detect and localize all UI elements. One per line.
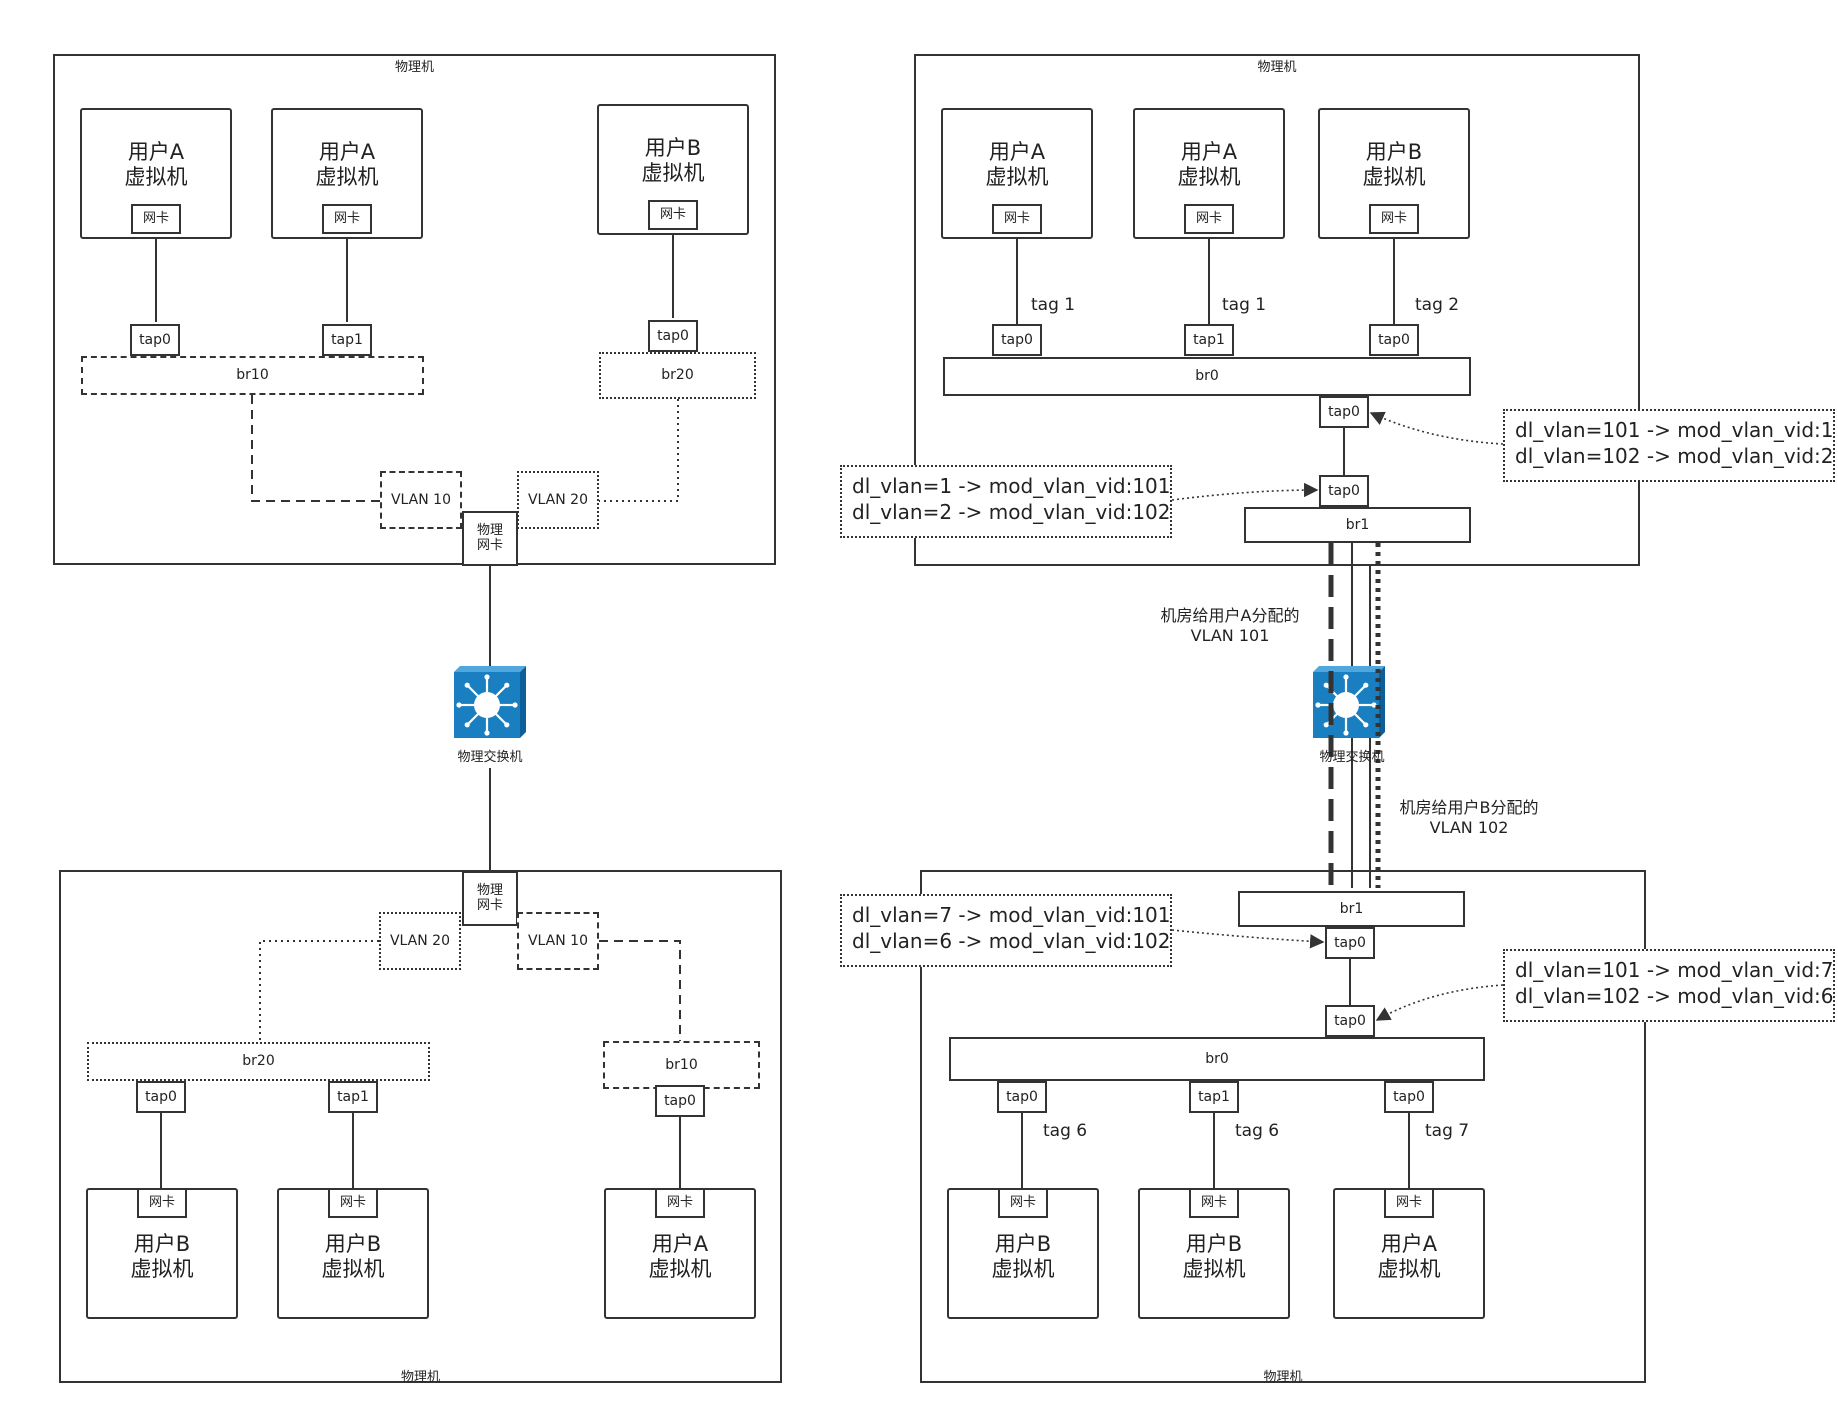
right-top-tag-2: tag 2 bbox=[1415, 295, 1460, 315]
left-bottom-vm-b2: 用户B 虚拟机 bbox=[277, 1188, 429, 1319]
left-bottom-host bbox=[59, 870, 782, 1383]
right-switch-label: 物理交换机 bbox=[1319, 750, 1385, 765]
left-bottom-phys-nic: 物理 网卡 bbox=[462, 871, 518, 926]
rule-bottom-br1-line: dl_vlan=6 -> mod_vlan_vid:102 bbox=[852, 928, 1171, 953]
left-bottom-vm-a-nic: 网卡 bbox=[655, 1188, 705, 1218]
left-top-vm-b-label: 用户B 虚拟机 bbox=[641, 136, 705, 186]
left-top-tap0-a: tap0 bbox=[130, 324, 180, 356]
right-top-host-label: 物理机 bbox=[1257, 60, 1297, 75]
vlan20-wire bbox=[598, 399, 679, 502]
left-top-vm-a2-label: 用户A 虚拟机 bbox=[315, 140, 379, 190]
right-top-tap0-b: tap0 bbox=[1369, 324, 1419, 356]
vlan10-wire bbox=[251, 395, 380, 502]
left-bottom-vm-b1-label: 用户B 虚拟机 bbox=[130, 1232, 194, 1282]
right-top-br0-tap0: tap0 bbox=[1319, 396, 1369, 428]
vlan20-wire-bottom bbox=[259, 940, 379, 1042]
right-bottom-vm-a-label: 用户A 虚拟机 bbox=[1377, 1232, 1441, 1282]
rule-top-host-line: dl_vlan=102 -> mod_vlan_vid:2 bbox=[1515, 443, 1834, 468]
left-bottom-host-label: 物理机 bbox=[400, 1370, 441, 1385]
right-switch-icon bbox=[1313, 666, 1385, 738]
left-bottom-vlan20: VLAN 20 bbox=[379, 912, 461, 970]
rule-bottom-host-line: dl_vlan=101 -> mod_vlan_vid:7 bbox=[1515, 958, 1834, 982]
left-bottom-br10: br10 bbox=[603, 1041, 760, 1089]
right-bottom-host bbox=[920, 870, 1646, 1383]
vlan10-wire-bottom bbox=[599, 940, 681, 1041]
left-switch-label: 物理交换机 bbox=[457, 750, 523, 765]
right-bottom-tap1-a: tap1 bbox=[1189, 1081, 1239, 1113]
right-top-br1-tap0: tap0 bbox=[1319, 475, 1369, 507]
left-bottom-tap1-a: tap1 bbox=[328, 1081, 378, 1113]
rule-top-br1-line: dl_vlan=2 -> mod_vlan_vid:102 bbox=[852, 499, 1171, 524]
right-top-br1: br1 bbox=[1244, 507, 1471, 543]
rule-top-host-line: dl_vlan=101 -> mod_vlan_vid:1 bbox=[1515, 418, 1834, 442]
right-bottom-vm-b2-nic: 网卡 bbox=[1189, 1188, 1239, 1218]
left-bottom-vm-a-label: 用户A 虚拟机 bbox=[648, 1232, 712, 1282]
left-top-phys-nic: 物理 网卡 bbox=[462, 511, 518, 566]
left-bottom-tap0-b: tap0 bbox=[655, 1085, 705, 1117]
left-top-vlan10: VLAN 10 bbox=[380, 471, 462, 529]
left-top-vlan20: VLAN 20 bbox=[517, 471, 599, 529]
right-bottom-tap0-b: tap0 bbox=[1384, 1081, 1434, 1113]
right-bottom-br1: br1 bbox=[1238, 891, 1465, 927]
right-bottom-tap0-a: tap0 bbox=[997, 1081, 1047, 1113]
left-bottom-vm-b2-label: 用户B 虚拟机 bbox=[321, 1232, 385, 1282]
right-bottom-tag-6a: tag 6 bbox=[1043, 1121, 1088, 1141]
left-bottom-vlan10: VLAN 10 bbox=[517, 912, 599, 970]
arrow-top-br1 bbox=[1171, 482, 1319, 501]
right-top-vm-a1-nic: 网卡 bbox=[992, 204, 1042, 234]
right-top-host bbox=[914, 54, 1640, 566]
right-bottom-host-label: 物理机 bbox=[1263, 1370, 1303, 1385]
right-bottom-br1-tap0: tap0 bbox=[1325, 927, 1375, 959]
left-top-vm-b-nic: 网卡 bbox=[648, 200, 698, 230]
right-top-tag-1b: tag 1 bbox=[1222, 295, 1267, 315]
right-bottom-br0-tap0: tap0 bbox=[1325, 1005, 1375, 1037]
left-top-host-label: 物理机 bbox=[394, 60, 435, 75]
right-bottom-vm-a-nic: 网卡 bbox=[1384, 1188, 1434, 1218]
left-bottom-vm-b1-nic: 网卡 bbox=[137, 1188, 187, 1218]
right-bottom-tag-7: tag 7 bbox=[1425, 1121, 1470, 1141]
right-top-tap1-a: tap1 bbox=[1184, 324, 1234, 356]
right-top-tap0-a: tap0 bbox=[992, 324, 1042, 356]
right-top-vm-a2-label: 用户A 虚拟机 bbox=[1177, 140, 1241, 190]
arrow-top-host bbox=[1369, 411, 1504, 445]
rule-top-br1-line: dl_vlan=1 -> mod_vlan_vid:101 bbox=[852, 474, 1171, 498]
right-top-vm-a2: 用户A 虚拟机 bbox=[1133, 108, 1285, 239]
left-bottom-tap0-a: tap0 bbox=[136, 1081, 186, 1113]
left-bottom-br20: br20 bbox=[87, 1042, 430, 1081]
left-top-vm-a1-nic: 网卡 bbox=[131, 204, 181, 234]
right-bottom-vm-b2-label: 用户B 虚拟机 bbox=[1182, 1232, 1246, 1282]
right-top-vm-b-nic: 网卡 bbox=[1369, 204, 1419, 234]
left-top-br20: br20 bbox=[599, 352, 756, 399]
left-top-vm-a2-nic: 网卡 bbox=[322, 204, 372, 234]
note-vlan-102: 机房给用户B分配的 VLAN 102 bbox=[1399, 798, 1539, 837]
right-bottom-vm-b1-nic: 网卡 bbox=[998, 1188, 1048, 1218]
left-top-tap1-a: tap1 bbox=[322, 324, 372, 356]
note-vlan-101: 机房给用户A分配的 VLAN 101 bbox=[1160, 606, 1300, 645]
rule-bottom-host-line: dl_vlan=102 -> mod_vlan_vid:6 bbox=[1515, 983, 1834, 1008]
rule-bottom-br1-line: dl_vlan=7 -> mod_vlan_vid:101 bbox=[852, 903, 1171, 927]
arrow-bottom-host bbox=[1375, 984, 1504, 1021]
left-switch-icon bbox=[454, 666, 526, 738]
right-top-br0: br0 bbox=[943, 357, 1471, 396]
right-bottom-tag-6b: tag 6 bbox=[1235, 1121, 1280, 1141]
right-top-vm-a2-nic: 网卡 bbox=[1184, 204, 1234, 234]
left-top-vm-a1-label: 用户A 虚拟机 bbox=[124, 140, 188, 190]
right-top-vm-a1-label: 用户A 虚拟机 bbox=[985, 140, 1049, 190]
right-top-vm-b: 用户B 虚拟机 bbox=[1318, 108, 1470, 239]
left-top-tap0-b: tap0 bbox=[648, 320, 698, 352]
right-top-tag-1a: tag 1 bbox=[1031, 295, 1076, 315]
left-top-br10: br10 bbox=[81, 356, 424, 395]
left-bottom-vm-b2-nic: 网卡 bbox=[328, 1188, 378, 1218]
right-bottom-br0: br0 bbox=[949, 1037, 1485, 1081]
left-top-host bbox=[53, 54, 776, 565]
right-bottom-vm-b1-label: 用户B 虚拟机 bbox=[991, 1232, 1055, 1282]
right-top-vm-b-label: 用户B 虚拟机 bbox=[1362, 140, 1426, 190]
